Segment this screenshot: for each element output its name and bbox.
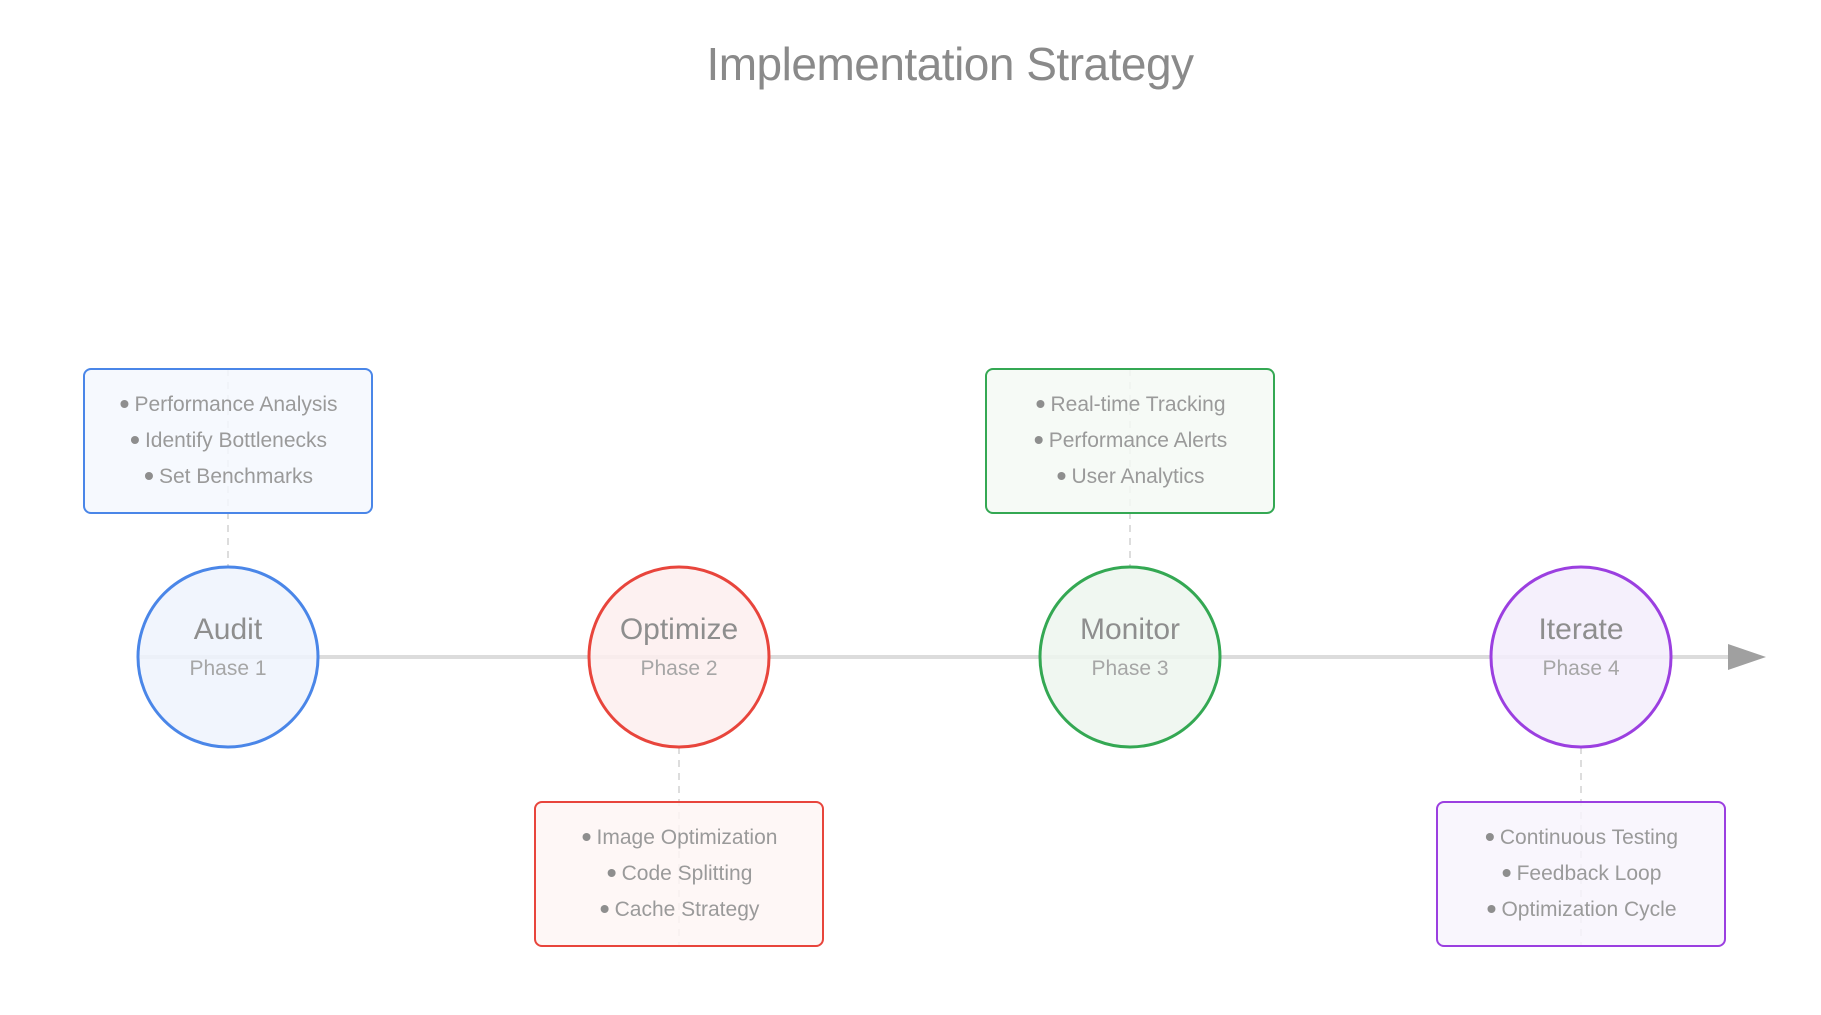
phase-name: Monitor: [1080, 613, 1180, 646]
phase-label: Phase 4: [1542, 657, 1619, 680]
details-item-text: Performance Analysis: [134, 393, 337, 416]
details-item-text: Optimization Cycle: [1501, 898, 1676, 921]
details-box-frame: [83, 368, 373, 514]
details-item-text: Feedback Loop: [1517, 862, 1662, 885]
bullet-dot-icon: [1057, 472, 1066, 480]
details-item-text: User Analytics: [1071, 465, 1204, 488]
phase-node-circle: [1038, 565, 1222, 749]
phase-name: Audit: [194, 613, 263, 646]
details-item-text: Cache Strategy: [615, 898, 760, 921]
phase-label: Phase 1: [189, 657, 266, 680]
bullet-dot-icon: [120, 400, 129, 408]
timeline-arrow-head: [1728, 644, 1766, 670]
details-item-text: Continuous Testing: [1500, 826, 1678, 849]
details-item-text: Performance Alerts: [1049, 429, 1228, 452]
bullet-dot-icon: [582, 833, 591, 841]
details-item-text: Code Splitting: [622, 862, 753, 885]
details-box-frame: [1436, 801, 1726, 947]
details-item-text: Set Benchmarks: [159, 465, 313, 488]
phase-label: Phase 3: [1091, 657, 1168, 680]
details-item-text: Identify Bottlenecks: [145, 429, 327, 452]
details-item-text: Image Optimization: [597, 826, 778, 849]
details-item-text: Real-time Tracking: [1050, 393, 1225, 416]
bullet-dot-icon: [1034, 436, 1043, 444]
phase-node-circle: [1489, 565, 1673, 749]
phase-name: Optimize: [620, 613, 738, 646]
bullet-dot-icon: [144, 472, 153, 480]
phase-name: Iterate: [1538, 613, 1623, 646]
bullet-dot-icon: [607, 869, 616, 877]
phase-node-circle: [587, 565, 771, 749]
bullet-dot-icon: [1502, 869, 1511, 877]
bullet-dot-icon: [1036, 400, 1045, 408]
phase-node-circle: [136, 565, 320, 749]
bullet-dot-icon: [1487, 905, 1496, 913]
diagram-title: Implementation Strategy: [706, 38, 1194, 90]
phase-label: Phase 2: [640, 657, 717, 680]
bullet-dot-icon: [600, 905, 609, 913]
bullet-dot-icon: [1485, 833, 1494, 841]
bullet-dot-icon: [130, 436, 139, 444]
